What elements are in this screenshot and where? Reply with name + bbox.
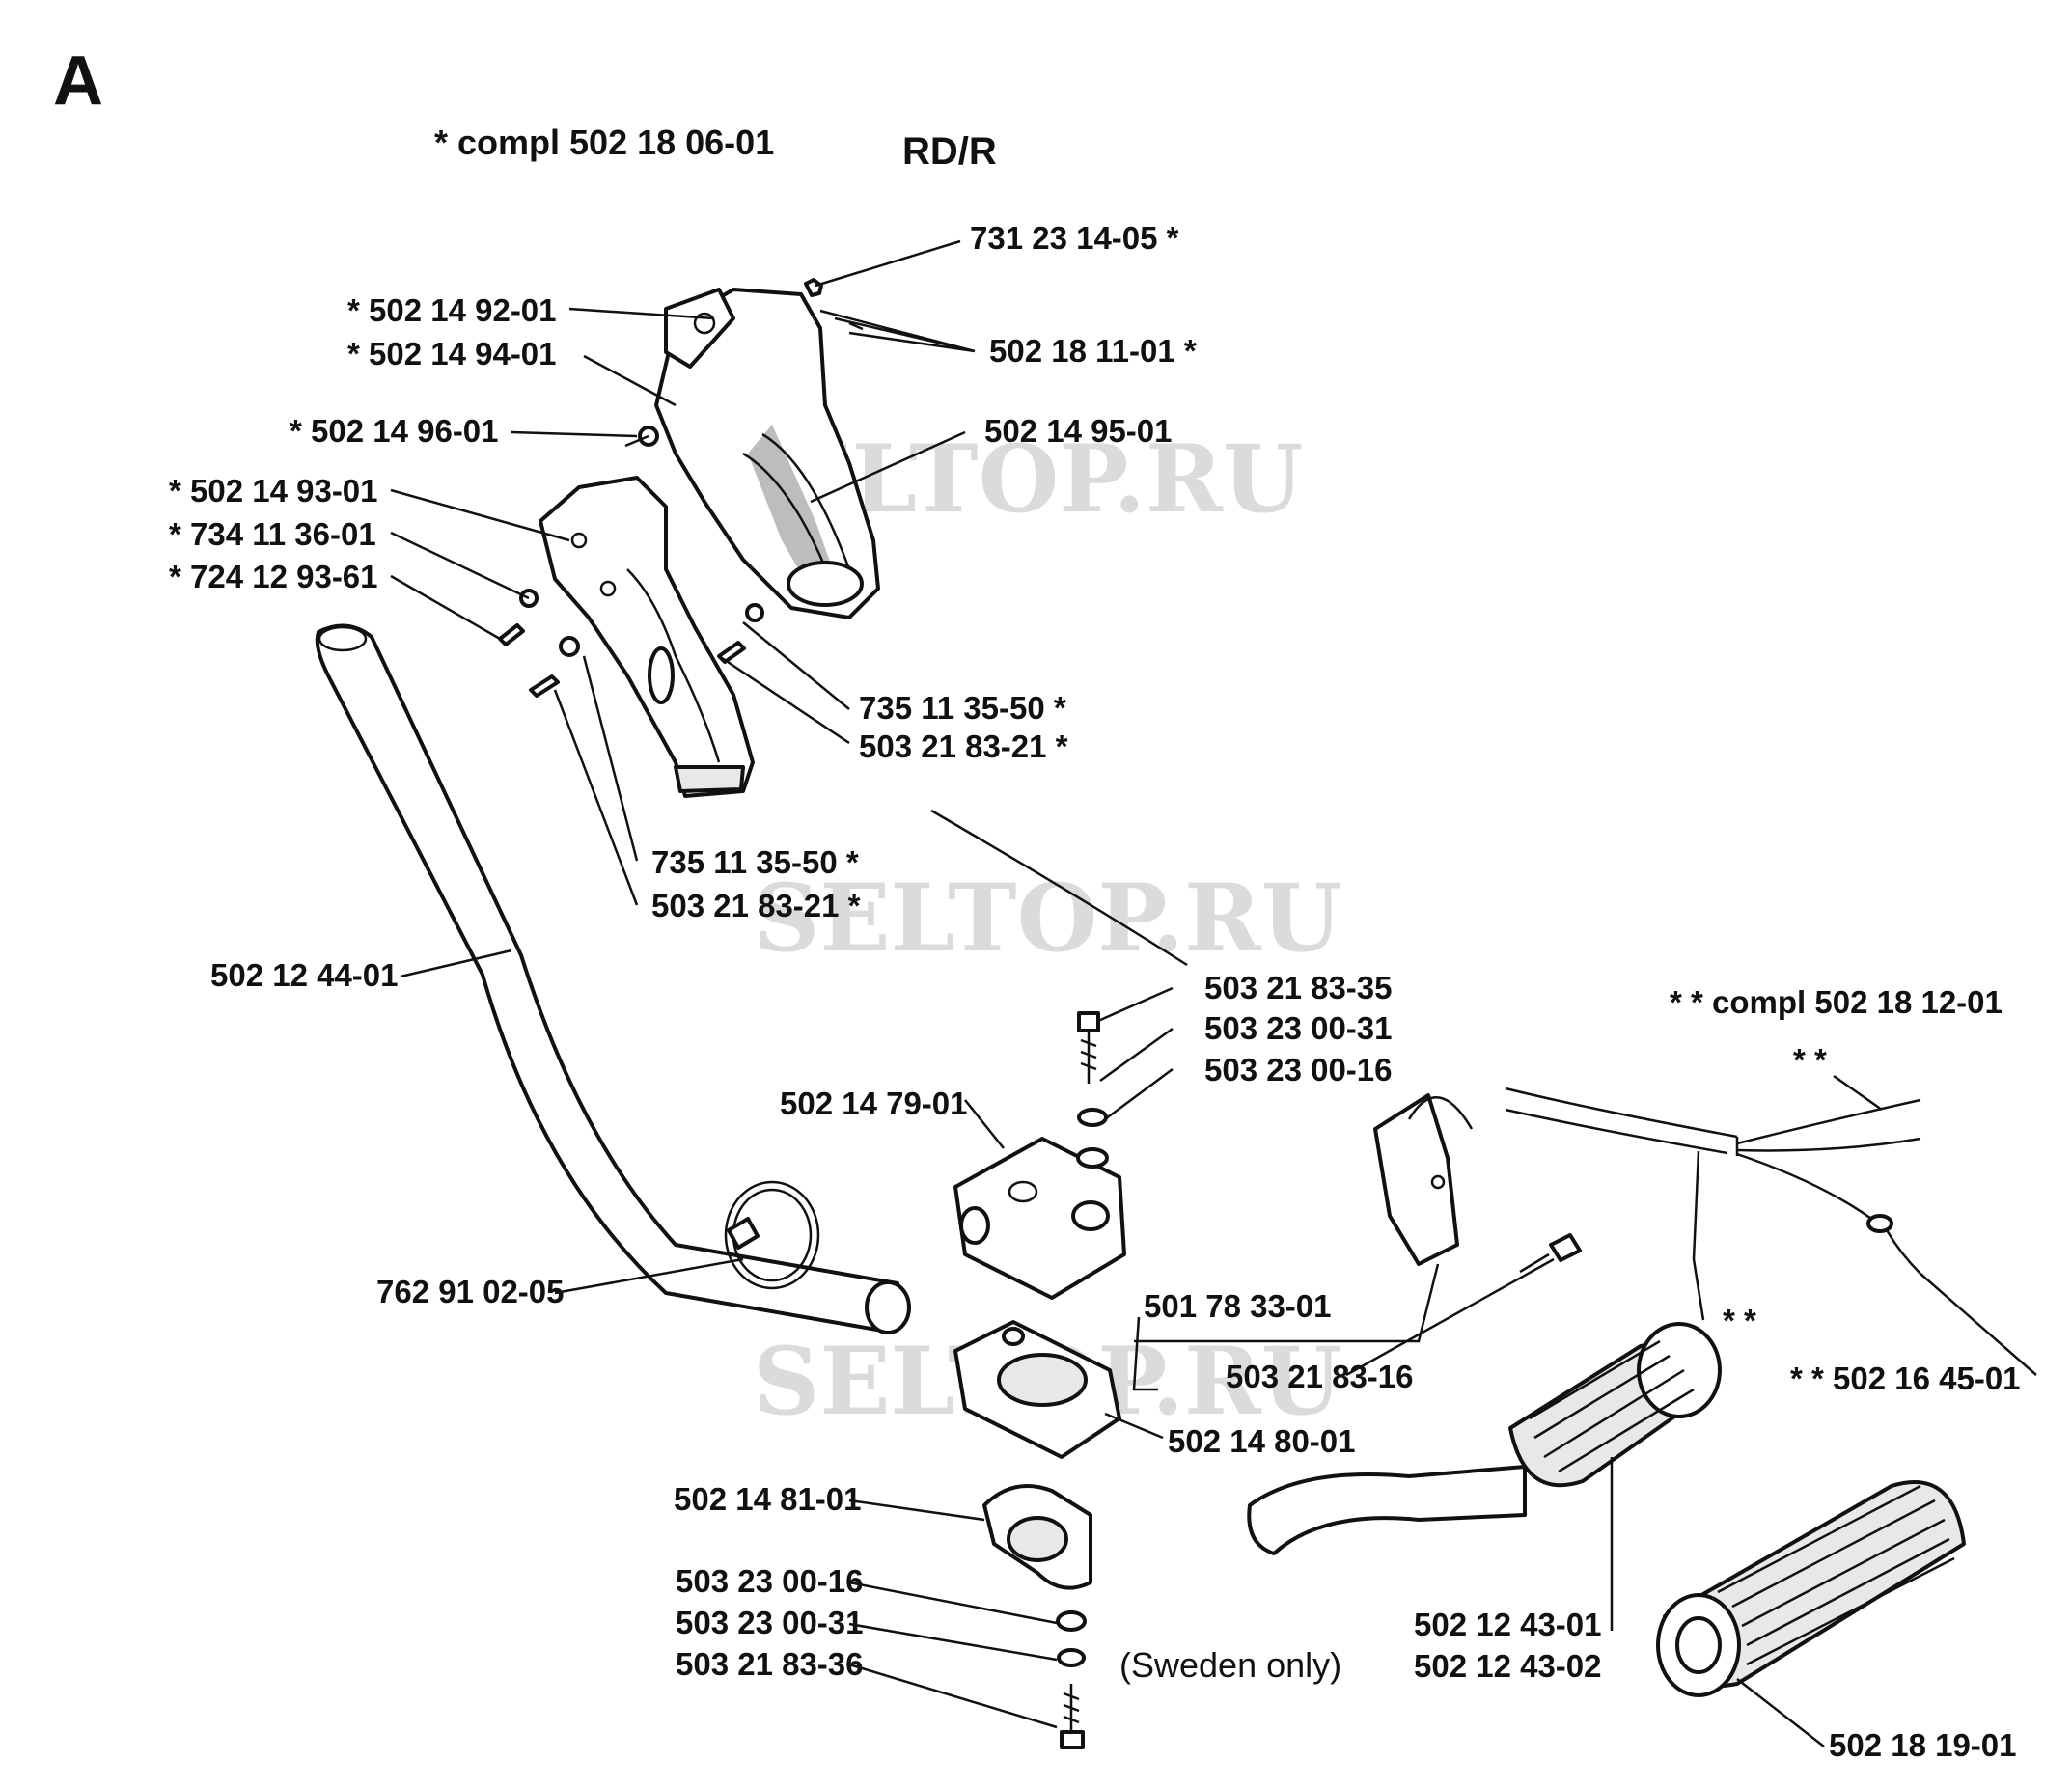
label-502-14-93-01: * 502 14 93-01 — [169, 473, 378, 509]
label-502-16-45-01: * * 502 16 45-01 — [1790, 1361, 2021, 1396]
label-503-21-83-35: 503 21 83-35 — [1204, 970, 1393, 1005]
leader-lines — [390, 239, 2037, 1747]
label-502-14-95-01: 502 14 95-01 — [984, 413, 1173, 449]
watermark-2: SELTOP.RU — [753, 864, 1341, 973]
label-735-11-35-50-b: 735 11 35-50 * — [651, 844, 859, 880]
label-503-23-00-31-a: 503 23 00-31 — [1204, 1010, 1393, 1046]
label-502-14-94-01: * 502 14 94-01 — [347, 336, 557, 371]
label-wire-double-star-1: * * — [1793, 1042, 1827, 1078]
compl-label: * compl 502 18 06-01 — [434, 123, 774, 162]
label-502-14-96-01: * 502 14 96-01 — [290, 413, 499, 449]
label-502-14-80-01: 502 14 80-01 — [1168, 1423, 1356, 1459]
hose-clamp — [724, 1180, 820, 1290]
label-731-23-14-05: 731 23 14-05 * — [970, 220, 1179, 256]
label-503-23-00-31-b: 503 23 00-31 — [676, 1605, 864, 1640]
label-503-23-00-16-a: 503 23 00-16 — [1204, 1052, 1393, 1087]
label-502-12-43-01: 502 12 43-01 — [1414, 1607, 1602, 1642]
label-502-14-79-01: 502 14 79-01 — [780, 1086, 968, 1121]
label-502-18-11-01: 502 18 11-01 * — [989, 333, 1197, 369]
label-502-14-81-01: 502 14 81-01 — [674, 1481, 862, 1517]
label-724-12-93-61: * 724 12 93-61 — [169, 559, 378, 594]
label-502-18-19-01: 502 18 19-01 — [1829, 1727, 2017, 1763]
bottom-clamp-502-14-81 — [982, 1484, 1092, 1590]
wire-clip — [1373, 1093, 1582, 1274]
label-502-12-44-01: 502 12 44-01 — [210, 957, 399, 993]
handle-grip — [1508, 1322, 1722, 1488]
shaft-tube — [315, 623, 911, 1334]
throttle-handle-assembly — [498, 278, 880, 798]
label-501-78-33-01: 501 78 33-01 — [1144, 1288, 1332, 1324]
label-503-21-83-36: 503 21 83-36 — [676, 1646, 864, 1682]
handle-grip-sweden — [1656, 1480, 1966, 1697]
label-735-11-35-50-a: 735 11 35-50 * — [859, 690, 1066, 726]
label-503-23-00-16-b: 503 23 00-16 — [676, 1563, 864, 1599]
upper-clamp-502-14-79 — [953, 1137, 1126, 1300]
label-762-91-02-05: 762 91 02-05 — [376, 1274, 565, 1309]
model-label: RD/R — [902, 130, 997, 173]
bent-handle-tube — [1247, 1465, 1527, 1555]
label-502-12-43-02: 502 12 43-02 — [1414, 1648, 1602, 1684]
nut-731-icon — [804, 278, 823, 297]
label-503-21-83-16: 503 21 83-16 — [1226, 1359, 1414, 1394]
center-fasteners — [1056, 1011, 1109, 1749]
note-sweden-only: (Sweden only) — [1119, 1645, 1341, 1685]
label-503-21-83-21-a: 503 21 83-21 * — [859, 729, 1068, 764]
label-wire-double-star-2: * * — [1723, 1303, 1756, 1338]
label-502-14-92-01: * 502 14 92-01 — [347, 292, 557, 328]
label-734-11-36-01: * 734 11 36-01 — [169, 516, 376, 552]
label-compl-502-18-12-01: * * compl 502 18 12-01 — [1670, 984, 2003, 1020]
label-503-21-83-21-b: 503 21 83-21 * — [651, 888, 861, 923]
section-letter: A — [53, 42, 103, 120]
control-cable — [930, 809, 1921, 1275]
